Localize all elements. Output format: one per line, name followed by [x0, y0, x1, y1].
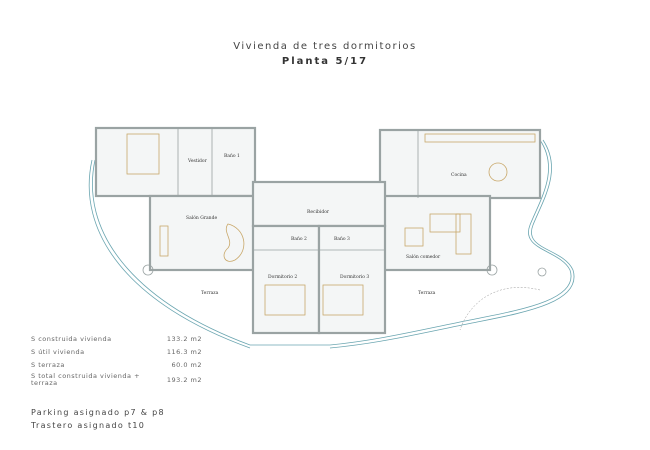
- room-bano-2: Baño 2: [291, 235, 307, 242]
- area-label: S terraza: [31, 361, 65, 369]
- sofa-salon-grande: [223, 223, 245, 262]
- area-value: 60.0 m2: [171, 361, 202, 369]
- room-recibidor: Recibidor: [307, 209, 330, 215]
- area-label: S útil vivienda: [31, 348, 85, 356]
- room-bano-1: Baño 1: [224, 152, 240, 159]
- room-terraza-left: Terraza: [201, 290, 219, 296]
- room-cocina: Cocina: [451, 172, 467, 178]
- walls: [94, 126, 542, 335]
- dining-table: [488, 162, 508, 182]
- sofa-salon-comedor: [429, 213, 461, 233]
- storage-assignment: Trastero asignado t10: [31, 421, 146, 430]
- kitchen-counter: [424, 133, 536, 143]
- terrace-outline: [88, 139, 575, 349]
- area-value: 116.3 m2: [166, 348, 202, 356]
- area-label: S construida vivienda: [31, 335, 112, 343]
- terrace-dashed-line: [459, 287, 541, 331]
- parking-assignment: Parking asignado p7 & p8: [31, 408, 165, 417]
- room-terraza-right: Terraza: [418, 290, 436, 296]
- plan-title: Vivienda de tres dormitorios: [233, 41, 417, 52]
- area-value: 193.2 m2: [166, 376, 202, 384]
- area-value: 133.2 m2: [166, 335, 202, 343]
- bed-master: [126, 133, 160, 175]
- furniture: [126, 133, 536, 316]
- partitions: [142, 128, 547, 277]
- room-dormitorio-2: Dormitorio 2: [268, 274, 297, 280]
- room-bano-3: Baño 3: [334, 235, 350, 242]
- room-salon-comedor: Salón comedor: [406, 253, 441, 260]
- room-dormitorio-3: Dormitorio 3: [340, 274, 369, 280]
- room-vestidor: Vestidor: [187, 158, 208, 164]
- bed-dormitorio-3: [322, 284, 364, 316]
- room-salon-grande: Salón Grande: [186, 214, 217, 221]
- bed-dormitorio-2: [264, 284, 306, 316]
- area-label: S total construida vivienda + terraza: [31, 372, 141, 387]
- plan-floor: Planta 5/17: [281, 56, 369, 67]
